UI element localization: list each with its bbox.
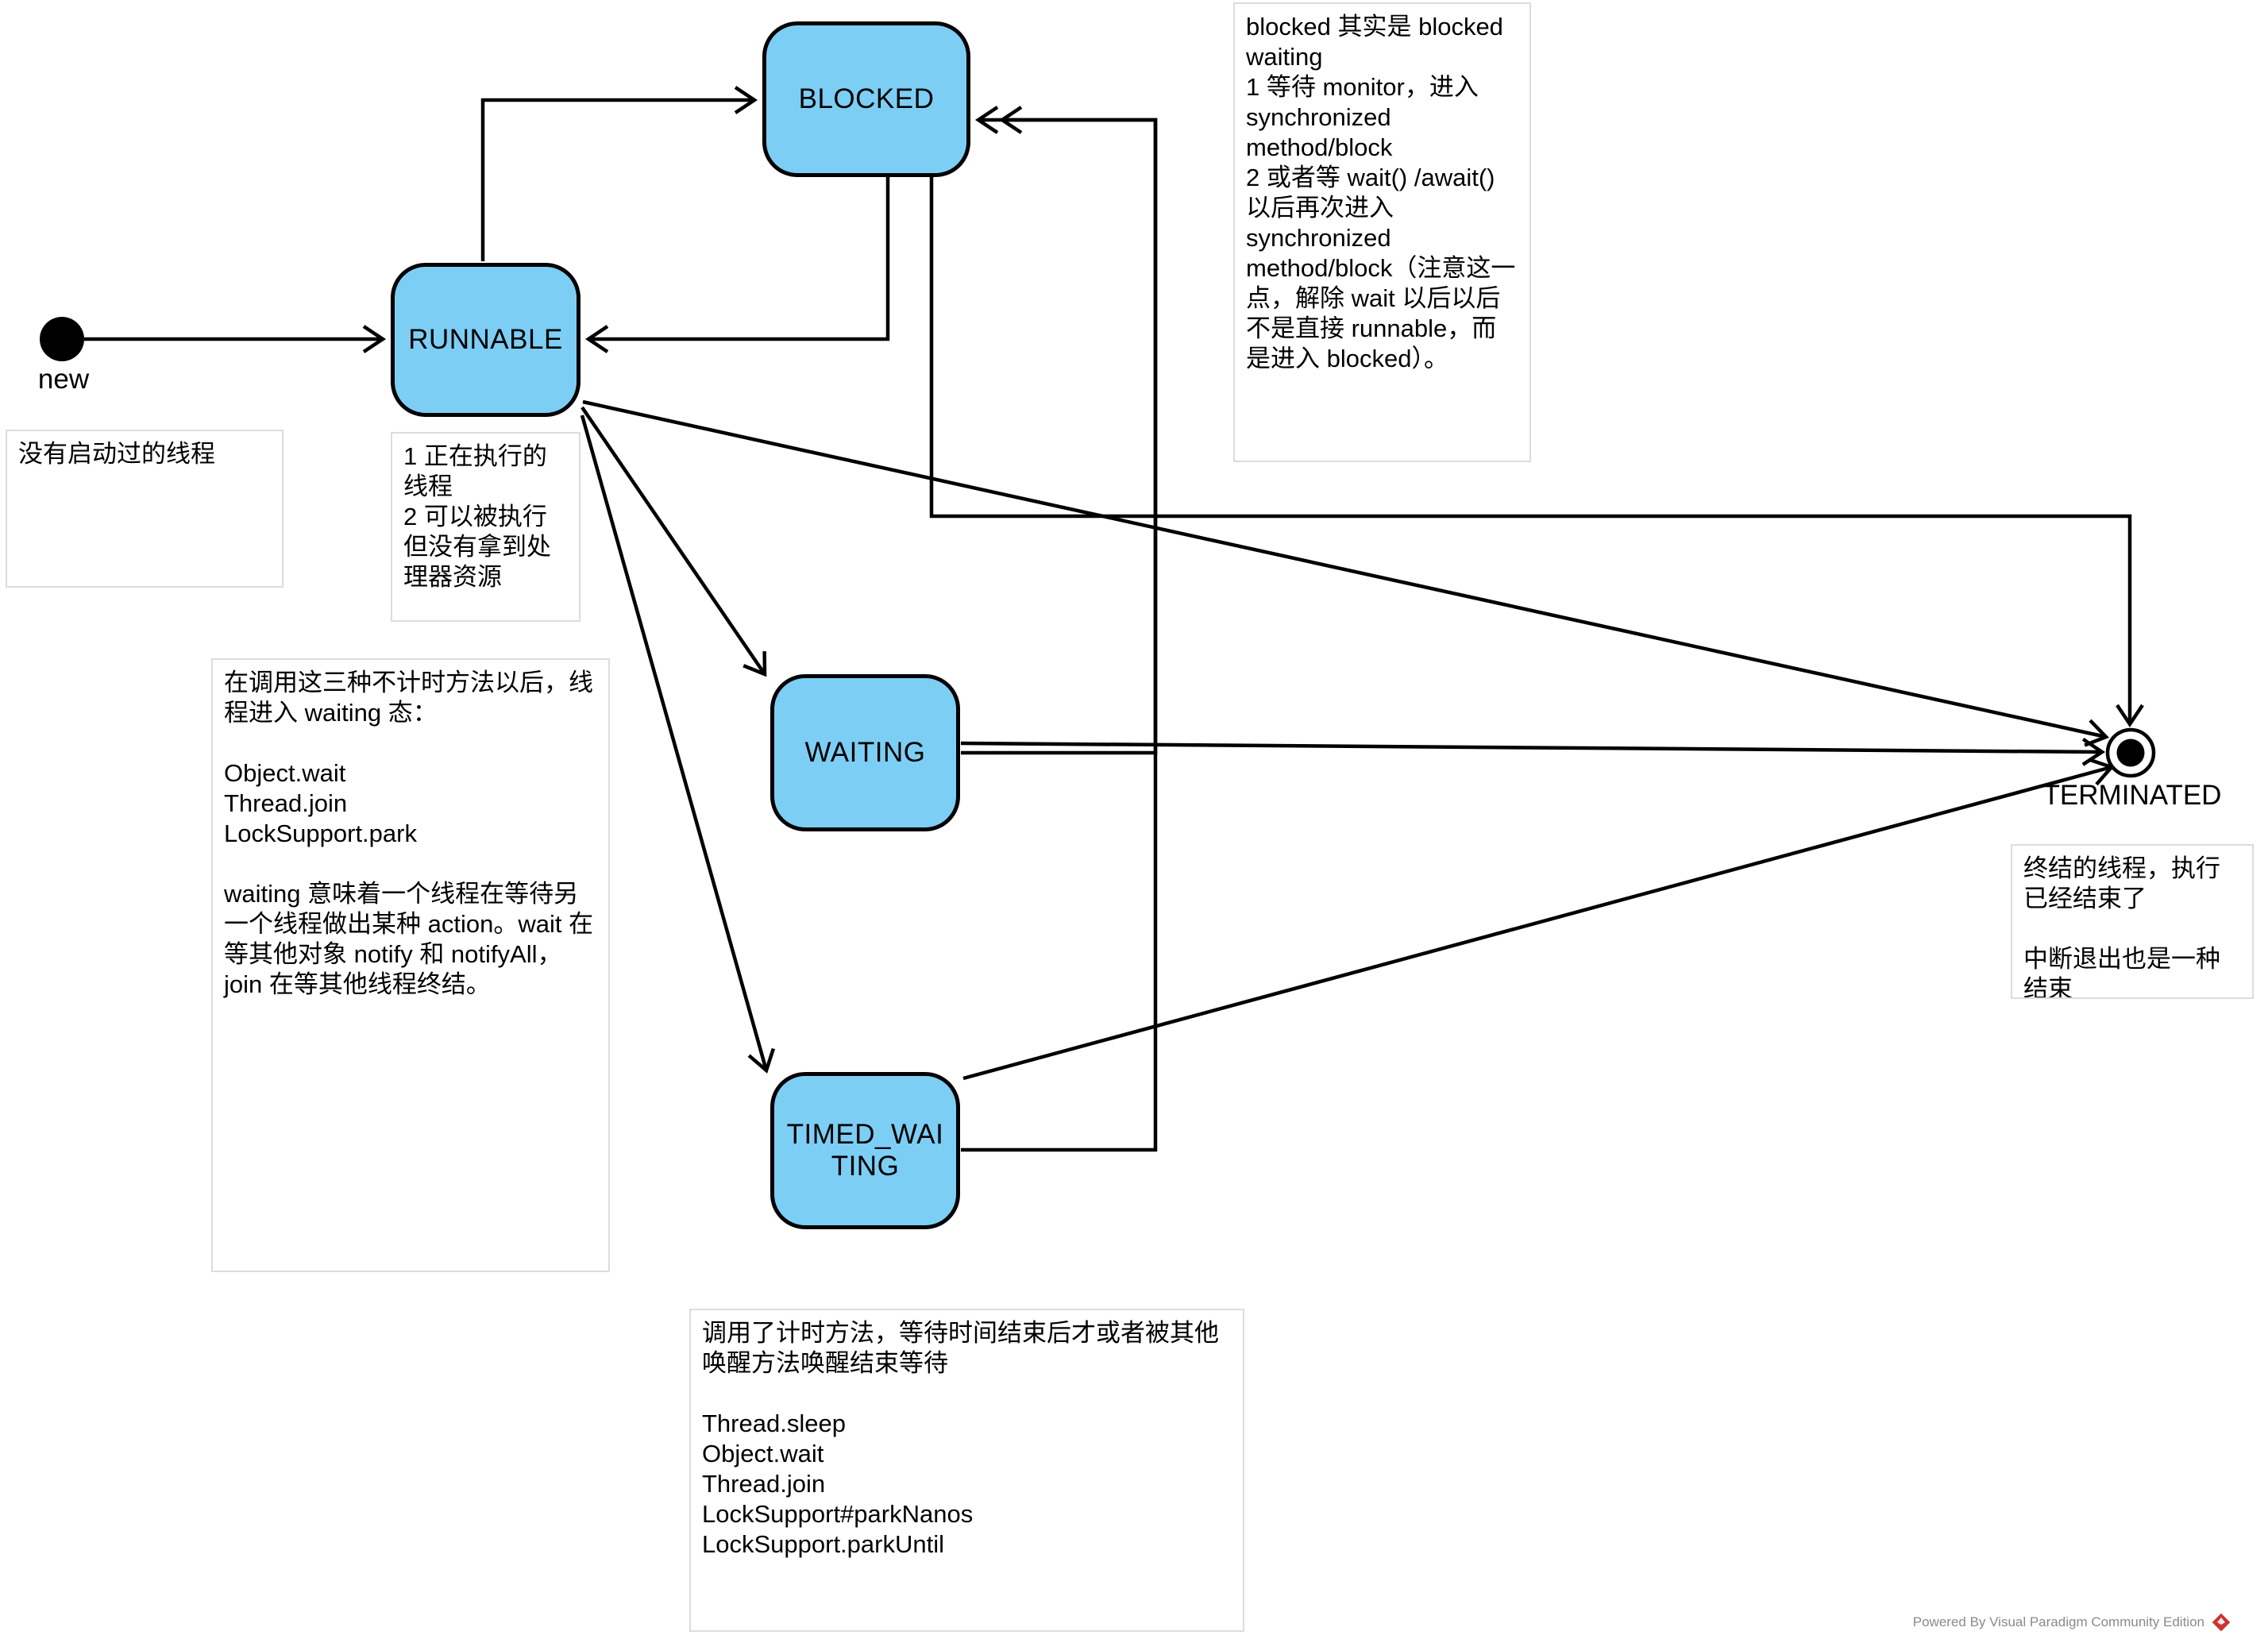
- watermark-text: Powered By Visual Paradigm Community Edi…: [1912, 1614, 2204, 1629]
- note-waiting: 在调用这三种不计时方法以后，线程进入 waiting 态： Object.wai…: [211, 658, 610, 1272]
- state-runnable: RUNNABLE: [391, 263, 580, 417]
- note-new: 没有启动过的线程: [6, 430, 284, 588]
- note-timed-waiting: 调用了计时方法，等待时间结束后才或者被其他唤醒方法唤醒结束等待 Thread.s…: [689, 1309, 1244, 1632]
- edge-timed-waiting-to-terminated: [962, 758, 2115, 1081]
- edge-waiting-to-blocked: [961, 106, 1158, 755]
- note-runnable: 1 正在执行的线程 2 可以被执行但没有拿到处理器资源: [391, 432, 580, 622]
- state-waiting: WAITING: [770, 674, 960, 831]
- terminated-state-label: TERMINATED: [2042, 780, 2222, 811]
- edge-runnable-to-blocked: [480, 86, 758, 261]
- edge-timed-waiting-to-blocked: [961, 106, 1158, 1152]
- initial-state-label: new: [37, 364, 90, 395]
- edge-blocked-to-runnable: [584, 177, 890, 353]
- visual-paradigm-logo-icon: [2212, 1613, 2231, 1632]
- note-terminated: 终结的线程，执行已经结束了 中断退出也是一种结束: [2011, 844, 2254, 999]
- edge-waiting-to-terminated: [960, 737, 2106, 766]
- initial-state-icon: [40, 317, 84, 361]
- final-state-inner-dot: [2116, 739, 2145, 767]
- state-timed-waiting: TIMED_WAITING: [770, 1072, 960, 1229]
- state-blocked: BLOCKED: [762, 21, 970, 177]
- note-blocked: blocked 其实是 blocked waiting 1 等待 monitor…: [1233, 2, 1531, 462]
- final-state-outer-ring: [2105, 727, 2156, 778]
- watermark: Powered By Visual Paradigm Community Edi…: [1913, 1612, 2231, 1633]
- edge-runnable-to-waiting: [580, 406, 767, 677]
